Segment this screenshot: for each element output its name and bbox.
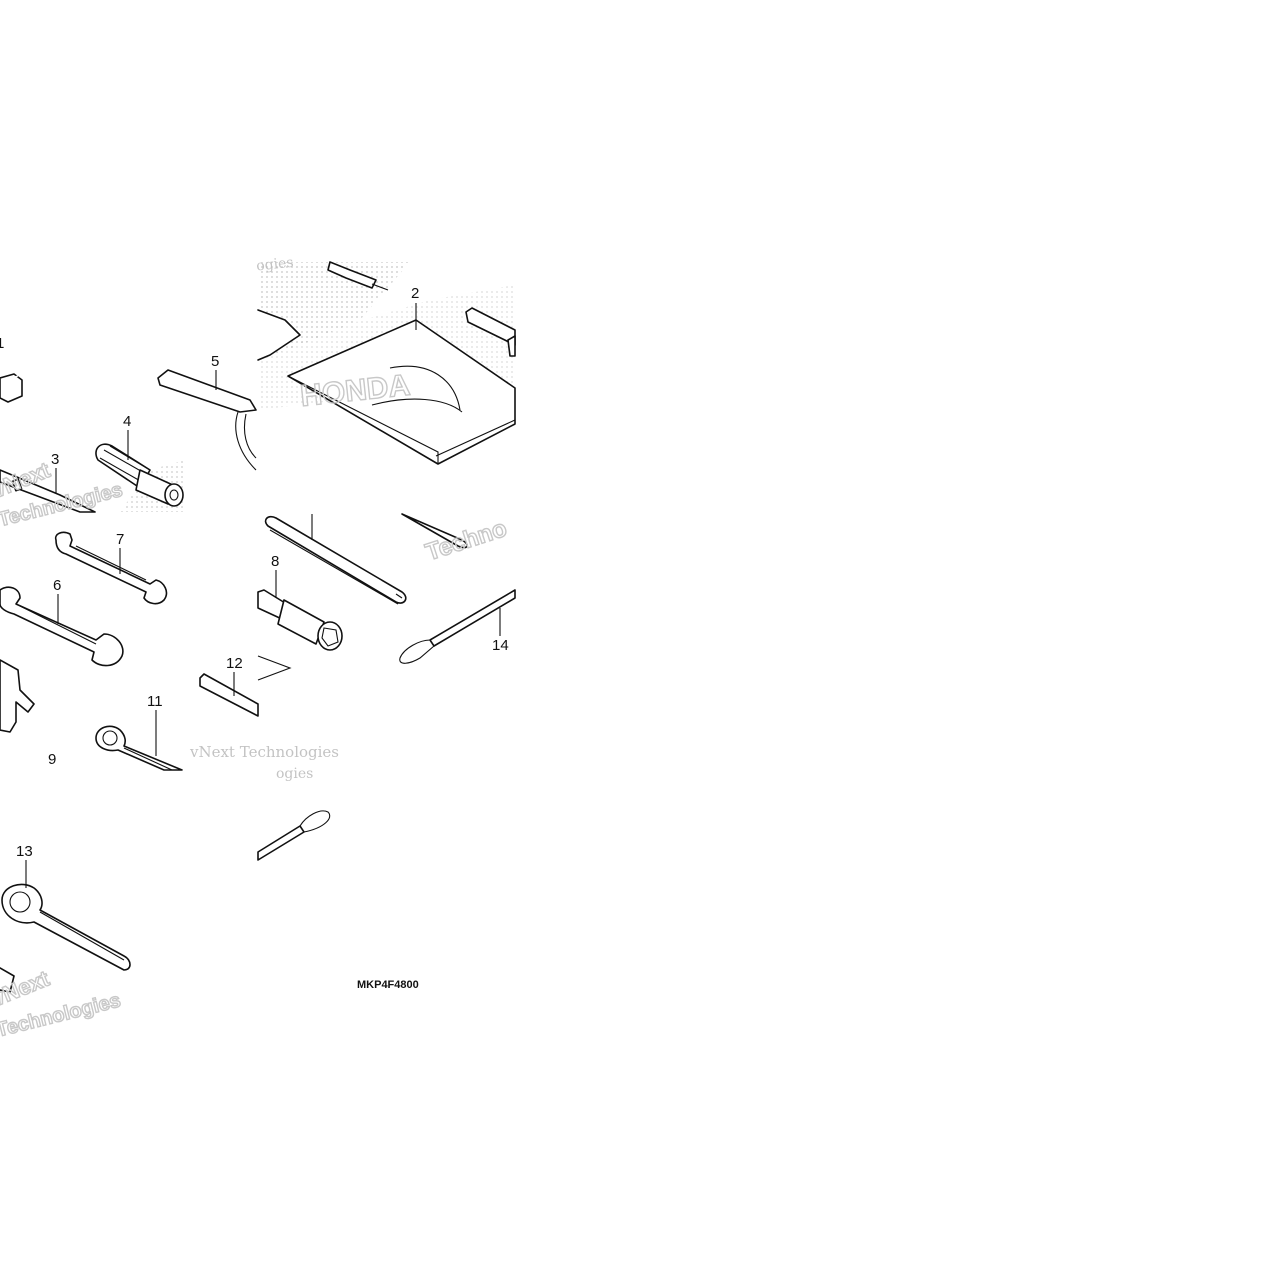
part-14-cable [399, 589, 516, 664]
callout-9: 9 [48, 751, 56, 768]
part-1-clip [0, 373, 23, 403]
callout-8: 8 [271, 553, 279, 570]
drawing-code: MKP4F4800 [357, 979, 419, 991]
part-13-ring-wrench [1, 883, 131, 971]
part-11-box-wrench [95, 725, 183, 771]
leader-lines [25, 303, 501, 888]
callout-1: 1 [0, 335, 4, 352]
callout-12: 12 [226, 655, 243, 672]
part-3-bit [0, 469, 96, 513]
part-strap [401, 513, 469, 549]
callout-14: 14 [492, 637, 509, 654]
part-long-bar [264, 515, 407, 605]
callouts: 1 2 3 4 5 6 7 8 9 11 12 13 14 [0, 285, 509, 860]
watermark-ogies-2: ogies [276, 766, 313, 782]
part-bottom-fragment [0, 967, 15, 993]
callout-13: 13 [16, 843, 33, 860]
callout-11: 11 [147, 693, 163, 710]
part-tray-edge [257, 655, 292, 681]
part-8-socket [257, 589, 343, 651]
part-12-rod [199, 673, 259, 717]
part-2-pouch [257, 307, 516, 465]
part-7-wrench [54, 531, 168, 605]
part-top-screw [327, 261, 389, 291]
part-9-flat-wrench [0, 659, 35, 733]
callout-7: 7 [116, 531, 124, 548]
callout-2: 2 [411, 285, 419, 302]
watermark-ogies: ogies [256, 255, 295, 275]
watermark-vnext-technologies: vNext Technologies [189, 743, 339, 761]
part-4-screwdriver [95, 443, 184, 507]
callout-3: 3 [51, 451, 59, 468]
callout-4: 4 [123, 413, 131, 430]
callout-6: 6 [53, 577, 61, 594]
watermark-techno: Techno [422, 515, 510, 567]
callout-5: 5 [211, 353, 219, 370]
part-6-wrench [0, 586, 124, 667]
part-5-bar [157, 369, 257, 471]
part-lower-cable [257, 810, 331, 861]
